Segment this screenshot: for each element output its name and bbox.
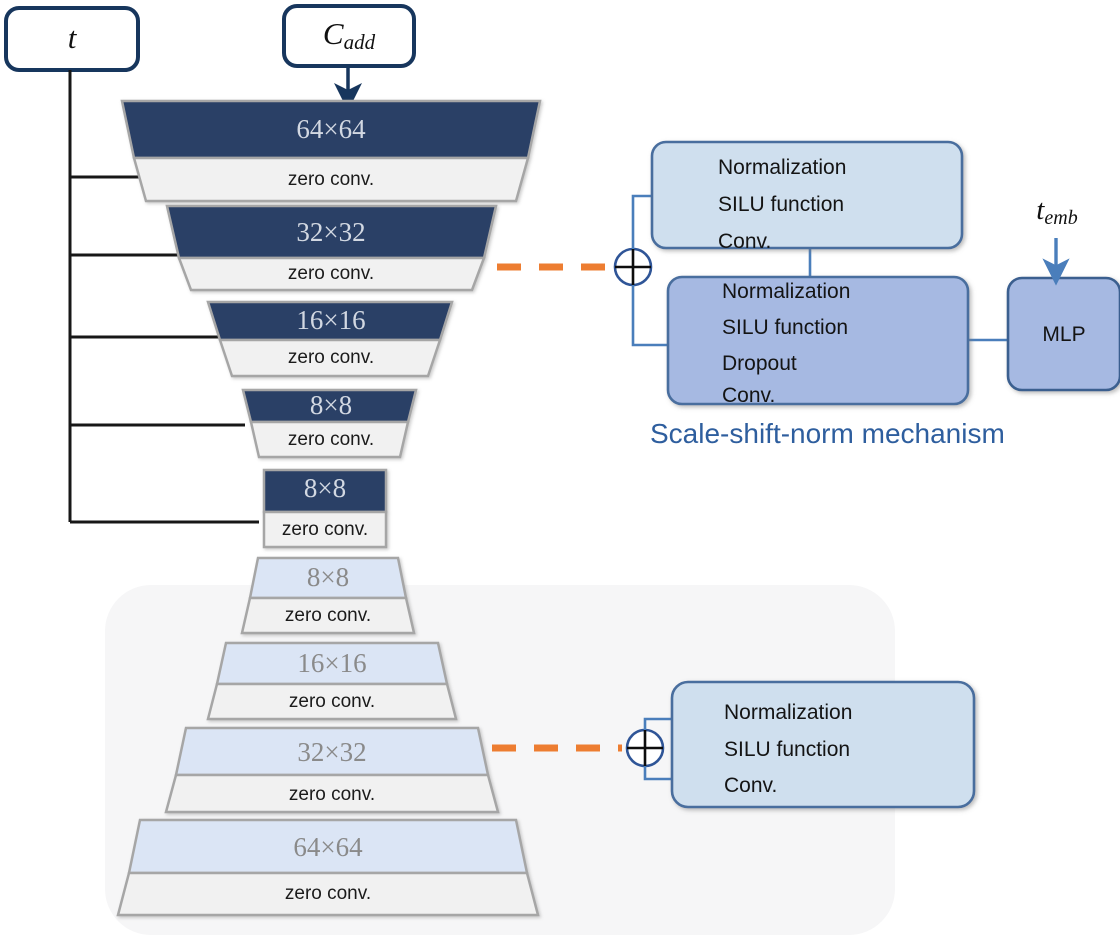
encoder-level-2-zeroconv xyxy=(177,256,486,292)
decoder-level-1-zeroconv xyxy=(240,596,416,635)
encoder-level-3[interactable] xyxy=(206,300,454,378)
encoder-level-1[interactable] xyxy=(120,99,542,203)
encoder-level-2-resolution: 32×32 xyxy=(296,217,366,247)
timestep-box[interactable] xyxy=(4,6,140,72)
resblock-out-line-1: Normalization xyxy=(722,280,851,303)
decoder-level-2-zeroconv xyxy=(206,682,458,721)
resblock-out-line-3: Dropout xyxy=(722,352,797,375)
decoder-level-2-zeroconv-label: zero conv. xyxy=(288,691,376,712)
resblock-in-layers-panel[interactable] xyxy=(650,140,964,250)
resblock-out-line-4: Conv. xyxy=(722,384,776,407)
encoder-level-3-zeroconv xyxy=(218,338,442,378)
decoder-level-4-resolution: 64×64 xyxy=(293,832,363,862)
resblock-in-line-1: Normalization xyxy=(718,156,847,179)
resblock-in-line-3: Conv. xyxy=(718,230,772,253)
encoder-level-2-zeroconv-label: zero conv. xyxy=(287,263,375,284)
resblock-out-line-2: SILU function xyxy=(722,316,849,339)
condition-label-sub: add xyxy=(343,30,376,54)
time-embedding-label: temb xyxy=(1036,194,1078,229)
encoder-level-1-resolution: 64×64 xyxy=(296,114,366,144)
time-embedding-label-base: t xyxy=(1036,194,1045,226)
resblock-out-layers-panel[interactable] xyxy=(666,275,970,406)
encoder-level-1-zeroconv-label: zero conv. xyxy=(287,169,375,190)
encoder-level-4-zeroconv-label: zero conv. xyxy=(287,429,375,450)
decoder-level-3-zeroconv xyxy=(164,773,500,814)
mlp-label: MLP xyxy=(1042,323,1086,346)
time-embedding-label-sub: emb xyxy=(1044,207,1078,229)
decoder-level-3-resolution: 32×32 xyxy=(297,737,367,767)
encoder-level-5[interactable] xyxy=(262,468,388,549)
decoder-level-4-zeroconv xyxy=(116,871,540,917)
lower-add-symbol xyxy=(625,728,665,768)
resblock-lower-line-3: Conv. xyxy=(724,774,778,797)
resblock-lower-line-1: Normalization xyxy=(724,701,853,724)
scale-shift-norm-caption: Scale-shift-norm mechanism xyxy=(650,418,1005,449)
encoder-level-2[interactable] xyxy=(165,204,498,292)
lower-add-down-wire xyxy=(643,766,675,781)
decoder-level-1-resolution: 8×8 xyxy=(306,562,350,592)
decoder-level-2[interactable] xyxy=(206,641,458,721)
decoder-level-4-zeroconv-label: zero conv. xyxy=(284,883,372,904)
decoder-level-1[interactable] xyxy=(240,556,416,635)
encoder-level-1-zeroconv xyxy=(132,156,530,203)
resblock-in-line-2: SILU function xyxy=(718,193,845,216)
condition-label-base: C xyxy=(322,16,344,51)
decoder-level-4[interactable] xyxy=(116,818,540,917)
encoder-level-5-resolution: 8×8 xyxy=(303,473,347,503)
encoder-level-5-zeroconv xyxy=(262,510,388,549)
resblock-layers-panel[interactable] xyxy=(670,680,976,809)
encoder-level-3-zeroconv-label: zero conv. xyxy=(287,347,375,368)
encoder-level-4-resolution: 8×8 xyxy=(309,390,353,420)
encoder-level-5-block xyxy=(262,468,388,514)
decoder-level-2-resolution: 16×16 xyxy=(297,648,367,678)
upper-add-symbol xyxy=(613,247,653,287)
upper-add-to-blocks-wire xyxy=(631,194,652,249)
upper-add-down-wire xyxy=(631,285,668,347)
encoder-level-4[interactable] xyxy=(241,388,418,459)
decoder-level-3-zeroconv-label: zero conv. xyxy=(288,784,376,805)
encoder-level-4-zeroconv xyxy=(249,420,410,459)
resblock-lower-line-2: SILU function xyxy=(724,738,851,761)
decoder-level-3[interactable] xyxy=(164,726,500,814)
lower-add-up-wire xyxy=(643,717,675,730)
condition-label: Cadd xyxy=(323,18,375,53)
timestep-label: t xyxy=(67,20,77,55)
encoder-level-3-resolution: 16×16 xyxy=(296,305,366,335)
decoder-level-1-zeroconv-label: zero conv. xyxy=(284,605,372,626)
encoder-level-5-zeroconv-label: zero conv. xyxy=(281,519,369,540)
